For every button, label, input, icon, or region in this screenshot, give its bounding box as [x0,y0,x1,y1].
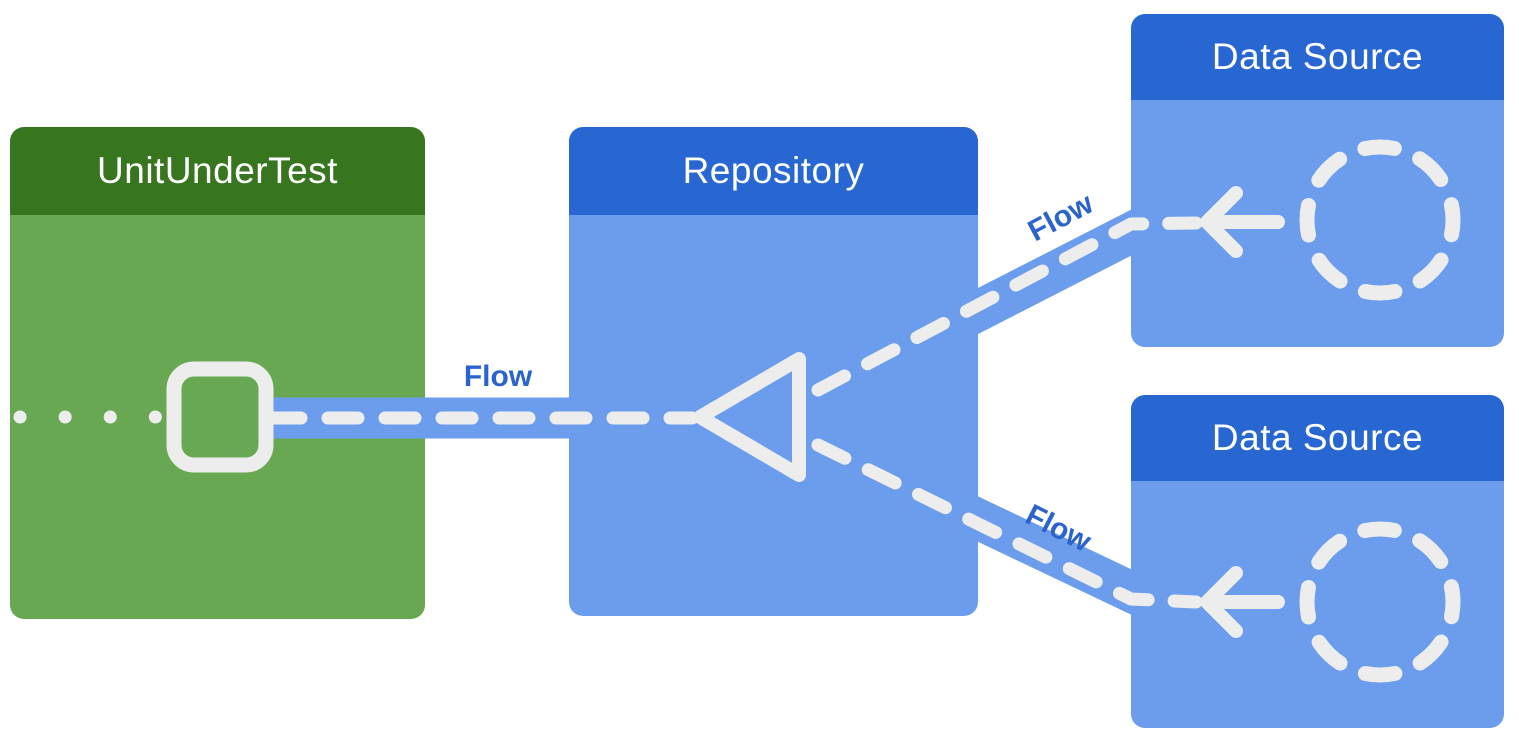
node-repository: Repository [569,127,978,616]
node-data-source-bottom-body [1131,481,1504,728]
flow-label-repository-to-data-source-top: Flow [1022,186,1099,249]
node-title: Data Source [1211,417,1424,458]
node-unit-under-test: UnitUnderTest [10,127,425,619]
node-repository-header: Repository [569,127,978,215]
node-data-source-top: Data Source [1131,14,1504,347]
flow-label-unit-to-repository: Flow [463,360,533,393]
flow-label-repository-to-data-source-bottom: Flow [1020,498,1097,559]
node-title: UnitUnderTest [97,150,338,191]
node-unit-under-test-header: UnitUnderTest [10,127,425,215]
node-title: Data Source [1211,36,1424,77]
node-unit-under-test-body [10,215,425,619]
node-repository-body [569,215,978,616]
node-title: Repository [682,150,865,191]
node-data-source-top-header: Data Source [1131,14,1504,100]
node-data-source-bottom: Data Source [1131,395,1504,728]
node-data-source-top-body [1131,100,1504,347]
node-data-source-bottom-header: Data Source [1131,395,1504,481]
